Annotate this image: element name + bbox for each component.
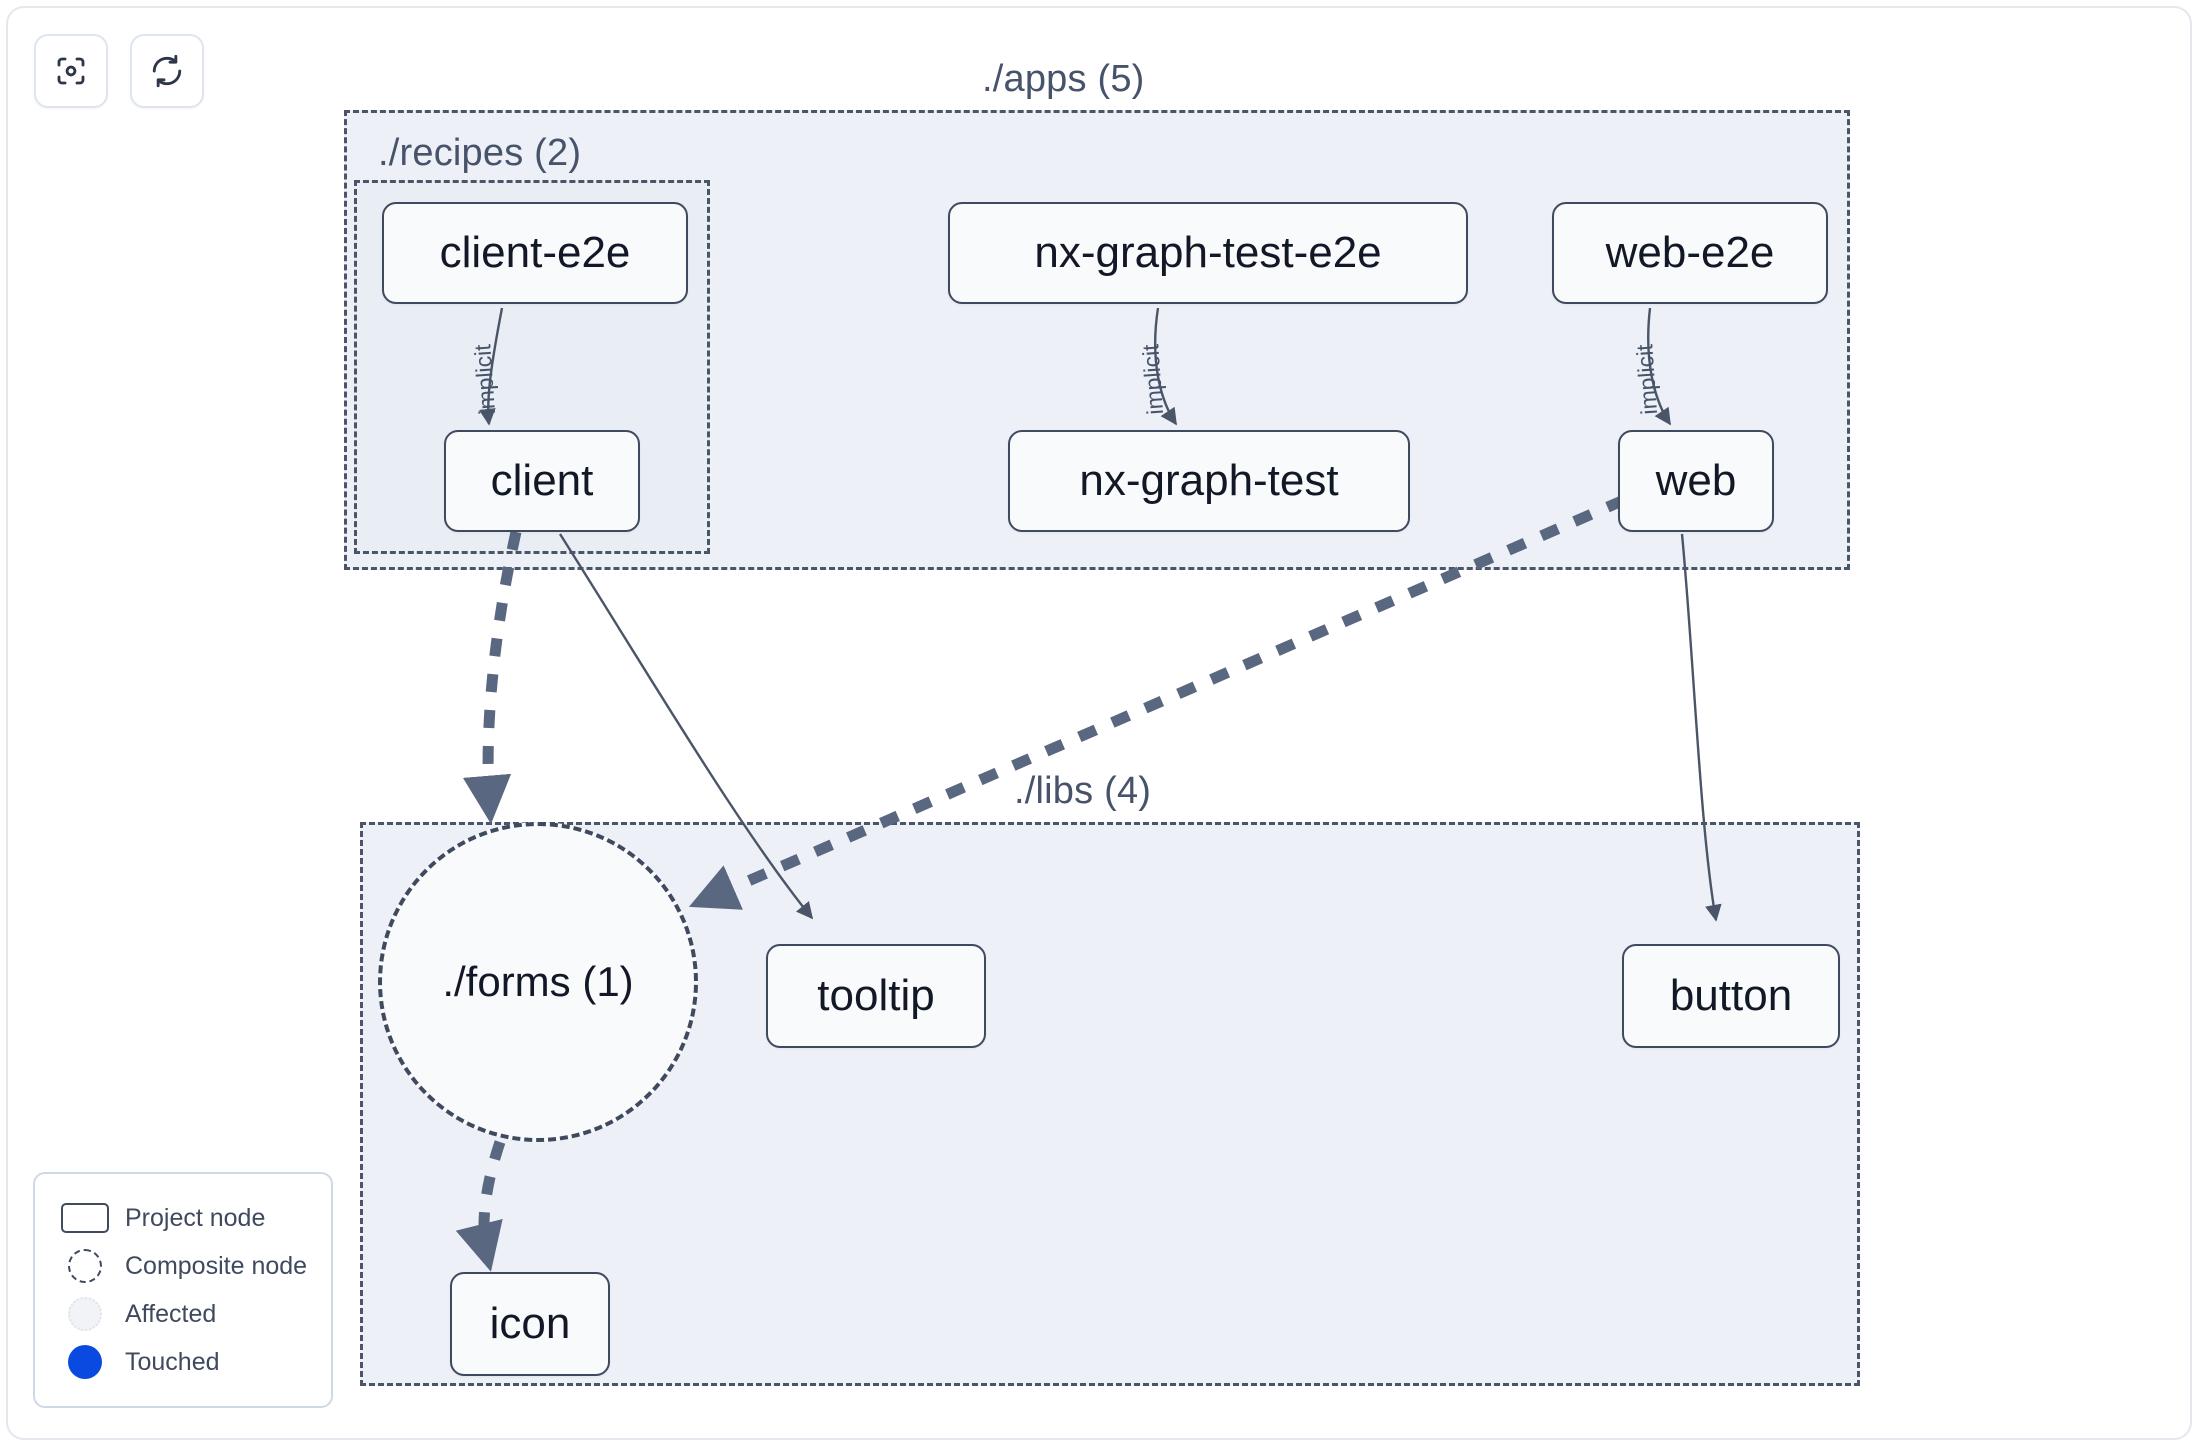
legend-item-composite-node: Composite node: [57, 1242, 313, 1290]
node-web[interactable]: web: [1618, 430, 1774, 532]
legend-label-project-node: Project node: [125, 1203, 266, 1232]
refresh-graph-button[interactable]: [130, 34, 204, 108]
legend-label-affected: Affected: [125, 1299, 217, 1328]
legend-item-affected: Affected: [57, 1290, 313, 1338]
node-tooltip[interactable]: tooltip: [766, 944, 986, 1048]
node-nx-graph-test-e2e[interactable]: nx-graph-test-e2e: [948, 202, 1468, 304]
touched-swatch: [57, 1345, 113, 1379]
node-forms-label: ./forms (1): [442, 958, 634, 1005]
node-client-label: client: [490, 456, 594, 505]
group-apps-label: ./apps (5): [972, 58, 1155, 101]
group-recipes-label: ./recipes (2): [378, 132, 582, 174]
node-nx-graph-test-label: nx-graph-test: [1079, 456, 1339, 505]
node-client-e2e[interactable]: client-e2e: [382, 202, 688, 304]
project-node-swatch: [57, 1203, 113, 1233]
group-libs-label: ./libs (4): [1004, 770, 1162, 813]
composite-node-swatch: [57, 1249, 113, 1283]
graph-toolbar: [34, 34, 204, 108]
legend-label-touched: Touched: [125, 1347, 220, 1376]
node-nx-graph-test[interactable]: nx-graph-test: [1008, 430, 1410, 532]
node-client[interactable]: client: [444, 430, 640, 532]
edge-label-implicit-web: implicit: [1631, 343, 1663, 416]
node-tooltip-label: tooltip: [817, 971, 935, 1020]
node-icon[interactable]: icon: [450, 1272, 610, 1376]
node-client-e2e-label: client-e2e: [439, 228, 631, 277]
node-web-label: web: [1655, 456, 1737, 505]
node-web-e2e-label: web-e2e: [1605, 228, 1775, 277]
edge-label-implicit-nx-graph-test: implicit: [1137, 343, 1169, 416]
legend-item-project-node: Project node: [57, 1194, 313, 1242]
graph-legend: Project node Composite node Affected Tou…: [33, 1172, 333, 1408]
legend-item-touched: Touched: [57, 1338, 313, 1386]
affected-swatch: [57, 1297, 113, 1331]
focus-target-icon: [53, 53, 89, 89]
legend-label-composite-node: Composite node: [125, 1251, 308, 1280]
edge-label-implicit-client: implicit: [469, 343, 501, 416]
node-forms-composite[interactable]: ./forms (1): [378, 822, 698, 1142]
node-icon-label: icon: [489, 1299, 571, 1348]
node-button-label: button: [1669, 971, 1793, 1020]
focus-graph-button[interactable]: [34, 34, 108, 108]
edge-client-to-forms: [462, 530, 522, 825]
node-button[interactable]: button: [1622, 944, 1840, 1048]
node-nx-graph-test-e2e-label: nx-graph-test-e2e: [1034, 228, 1382, 277]
node-web-e2e[interactable]: web-e2e: [1552, 202, 1828, 304]
refresh-icon: [149, 53, 185, 89]
